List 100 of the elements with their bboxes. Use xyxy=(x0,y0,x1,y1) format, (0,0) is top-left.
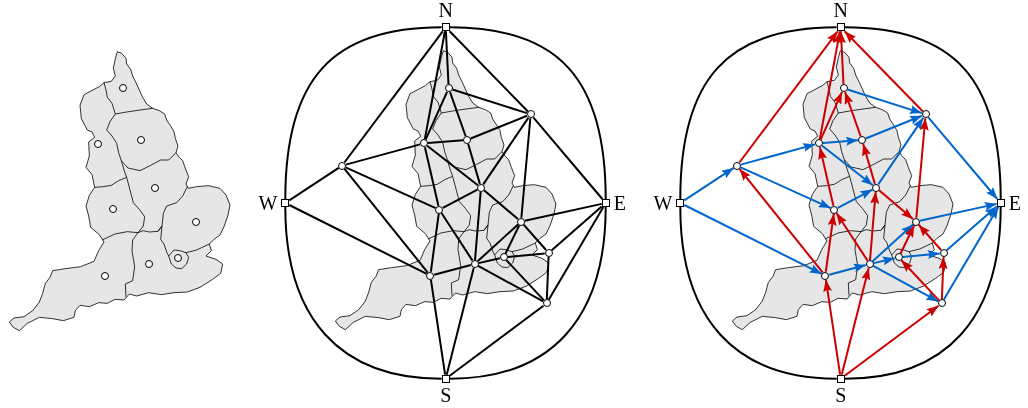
edge-line xyxy=(483,189,519,221)
arrow xyxy=(837,30,846,86)
vertex-circle xyxy=(109,205,118,214)
arrow xyxy=(872,264,940,303)
arrow xyxy=(739,166,832,210)
boundary-curve xyxy=(448,26,607,200)
vertex-circle xyxy=(444,84,453,93)
vertex-circle xyxy=(137,135,146,144)
arrow xyxy=(901,250,941,259)
edge-line xyxy=(451,88,528,115)
compass-vertex: S xyxy=(440,374,452,405)
vertex-circle xyxy=(477,183,485,192)
edge-line xyxy=(506,252,546,258)
edge-line xyxy=(343,167,429,274)
compass-vertex: S xyxy=(835,374,847,405)
boundary-curve xyxy=(284,26,443,200)
edge-line xyxy=(474,190,482,261)
edge-line xyxy=(440,212,474,262)
vertex-circle xyxy=(151,183,160,192)
arrow xyxy=(945,205,998,252)
boundary-curve xyxy=(843,206,1002,380)
arrow xyxy=(821,144,874,187)
edge-line xyxy=(482,116,530,186)
edge-line xyxy=(445,266,475,376)
edge-line xyxy=(469,114,528,140)
vertex-circle xyxy=(517,217,525,226)
arrow xyxy=(915,117,929,219)
edge-line xyxy=(288,204,428,275)
arrow xyxy=(818,30,843,141)
compass-vertex: W xyxy=(653,193,685,213)
arrow xyxy=(869,190,880,261)
arrow xyxy=(823,278,842,376)
edge-line xyxy=(550,205,603,252)
edge-line xyxy=(444,30,450,86)
edge-line xyxy=(520,117,532,219)
arrow xyxy=(900,259,940,302)
edge-line xyxy=(433,264,472,276)
compass-vertex: E xyxy=(601,193,626,213)
arrow xyxy=(917,223,943,251)
arrow xyxy=(840,266,871,376)
arrow xyxy=(836,188,874,209)
vertex-circle xyxy=(144,260,153,268)
compass-vertex: W xyxy=(258,193,290,213)
arrow xyxy=(927,116,999,200)
vertex-circle xyxy=(119,84,128,93)
edge-line xyxy=(288,166,340,202)
boundary-curve xyxy=(843,26,1002,200)
arrow xyxy=(843,30,924,113)
edge-line xyxy=(532,116,604,200)
arrow xyxy=(862,142,876,185)
edge-line xyxy=(448,30,529,113)
edge-line xyxy=(504,224,521,255)
edge-line xyxy=(427,139,464,144)
vertex-circle xyxy=(821,271,830,280)
vertex-circle xyxy=(839,84,848,93)
vertex-circle xyxy=(338,161,346,170)
vertex-circle xyxy=(544,249,553,257)
edge-line xyxy=(505,259,545,302)
arrow xyxy=(846,88,923,115)
arrow xyxy=(899,224,916,255)
vertex-circle xyxy=(94,140,103,148)
arrow xyxy=(864,114,923,140)
arrow xyxy=(828,263,867,276)
boundary-curve xyxy=(284,206,443,380)
arrow xyxy=(835,212,869,262)
arrow xyxy=(878,189,914,221)
arrow xyxy=(844,91,862,138)
arrow xyxy=(942,206,1000,301)
arrow xyxy=(918,202,998,222)
arrow xyxy=(843,304,940,377)
vertex-circle xyxy=(435,205,444,214)
compass-vertex: E xyxy=(996,193,1021,213)
arrow xyxy=(738,30,839,164)
vertex-circle xyxy=(526,110,535,119)
arrow xyxy=(818,146,835,207)
vertex-circle xyxy=(420,139,428,148)
vertex-circle xyxy=(921,110,930,119)
arrow xyxy=(683,166,735,202)
boundary-curve xyxy=(679,206,838,380)
edge-line xyxy=(423,146,440,207)
arrow xyxy=(824,212,837,273)
vertex-circle xyxy=(865,260,874,268)
edge-line xyxy=(477,257,501,265)
arrow xyxy=(683,204,823,275)
edge-line xyxy=(477,264,545,303)
edge-line xyxy=(343,30,444,164)
vertex-circle xyxy=(872,183,880,192)
arrow xyxy=(871,223,915,263)
edge-line xyxy=(448,304,545,377)
edge-line xyxy=(429,278,447,376)
vertex-circle xyxy=(463,136,471,144)
edge-line xyxy=(344,143,422,166)
compass-vertex: N xyxy=(438,1,453,32)
vertex-circle xyxy=(426,271,435,280)
edge-line xyxy=(344,166,437,210)
edge-line xyxy=(476,223,520,263)
edge-line xyxy=(522,223,548,251)
vertex-circle xyxy=(174,253,183,262)
vertex-circle xyxy=(499,253,508,262)
vertex-circle xyxy=(894,253,903,262)
